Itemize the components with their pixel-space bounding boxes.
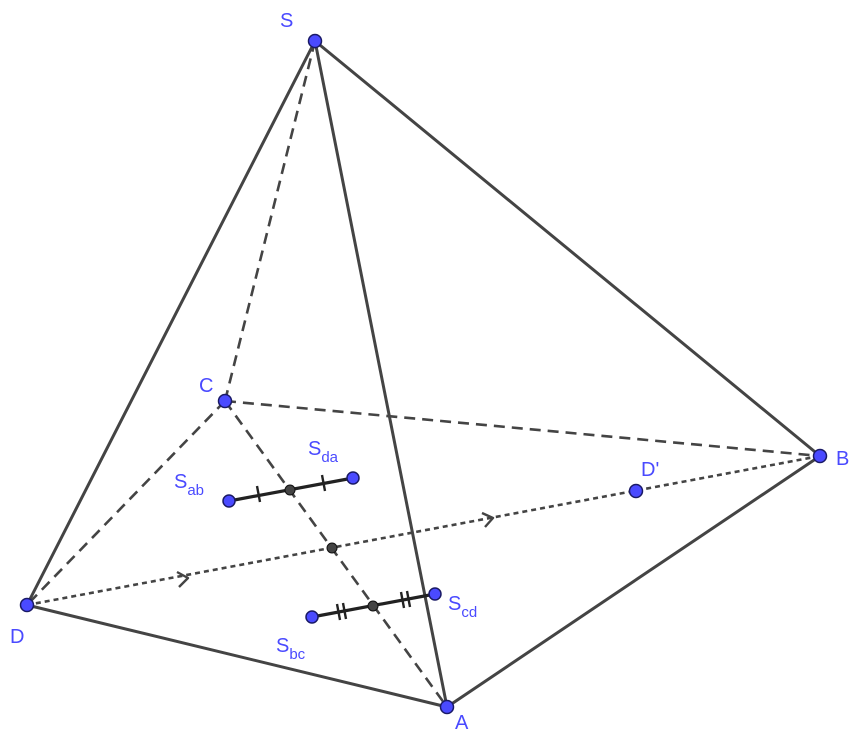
label-S: S <box>280 10 293 32</box>
edge-AB <box>445 454 822 709</box>
label-Sab: Sab <box>174 471 204 499</box>
point-D[interactable] <box>19 597 35 613</box>
edge-CA <box>223 400 449 708</box>
label-C: C <box>199 375 213 397</box>
tick-mark-bc-2 <box>341 602 348 620</box>
label-B: B <box>836 448 849 470</box>
arrow-marker-left <box>176 570 190 588</box>
tick-mark-cd-1 <box>399 591 406 609</box>
point-Sbc[interactable] <box>305 610 319 624</box>
point-S[interactable] <box>307 33 323 49</box>
edge-CD <box>26 400 226 606</box>
midpoint-lower <box>367 600 379 612</box>
label-A: A <box>455 712 469 732</box>
edge-CB <box>224 399 821 458</box>
midpoint-upper <box>284 484 296 496</box>
tick-mark-cd-2 <box>405 590 412 608</box>
label-Sda: Sda <box>308 438 339 466</box>
point-B[interactable] <box>812 448 828 464</box>
arrow-marker-right <box>481 511 495 528</box>
point-D-prime[interactable] <box>628 483 644 499</box>
point-Scd[interactable] <box>428 587 442 601</box>
edge-DA <box>25 603 449 709</box>
tick-mark-da-1 <box>320 474 327 492</box>
point-Sda[interactable] <box>346 471 360 485</box>
point-Sab[interactable] <box>222 494 236 508</box>
edge-SC <box>223 40 317 402</box>
label-D-prime: D' <box>641 459 659 481</box>
label-D: D <box>10 626 24 648</box>
edge-SB <box>313 39 822 458</box>
label-Sbc: Sbc <box>276 635 306 663</box>
edge-SD <box>25 39 317 607</box>
tick-mark-bc-1 <box>335 603 342 621</box>
edge-SA <box>313 39 449 709</box>
label-Scd: Scd <box>448 593 477 621</box>
intersection-point <box>326 542 338 554</box>
point-C[interactable] <box>217 393 233 409</box>
point-A[interactable] <box>439 699 455 715</box>
tick-mark-ab-1 <box>255 485 262 503</box>
